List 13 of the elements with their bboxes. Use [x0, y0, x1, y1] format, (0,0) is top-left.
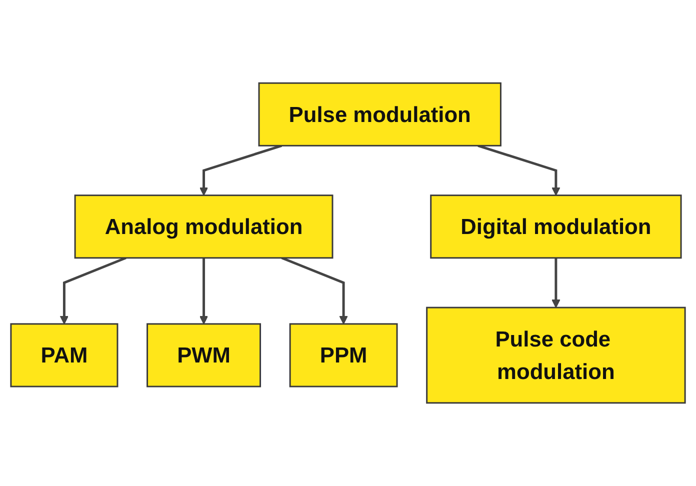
arrow: [60, 256, 126, 324]
node-box: Digital modulation: [430, 194, 682, 259]
node-box: Pulse code modulation: [426, 306, 686, 404]
arrow: [281, 256, 348, 324]
node-box: PWM: [146, 323, 262, 388]
node-box: Analog modulation: [74, 194, 334, 259]
node-box: PAM: [10, 323, 118, 388]
node-box: PPM: [289, 323, 398, 388]
arrow: [478, 144, 560, 196]
arrow: [552, 258, 560, 308]
arrow: [199, 258, 208, 324]
arrow: [199, 144, 282, 196]
node-box: Pulse modulation: [258, 82, 502, 146]
